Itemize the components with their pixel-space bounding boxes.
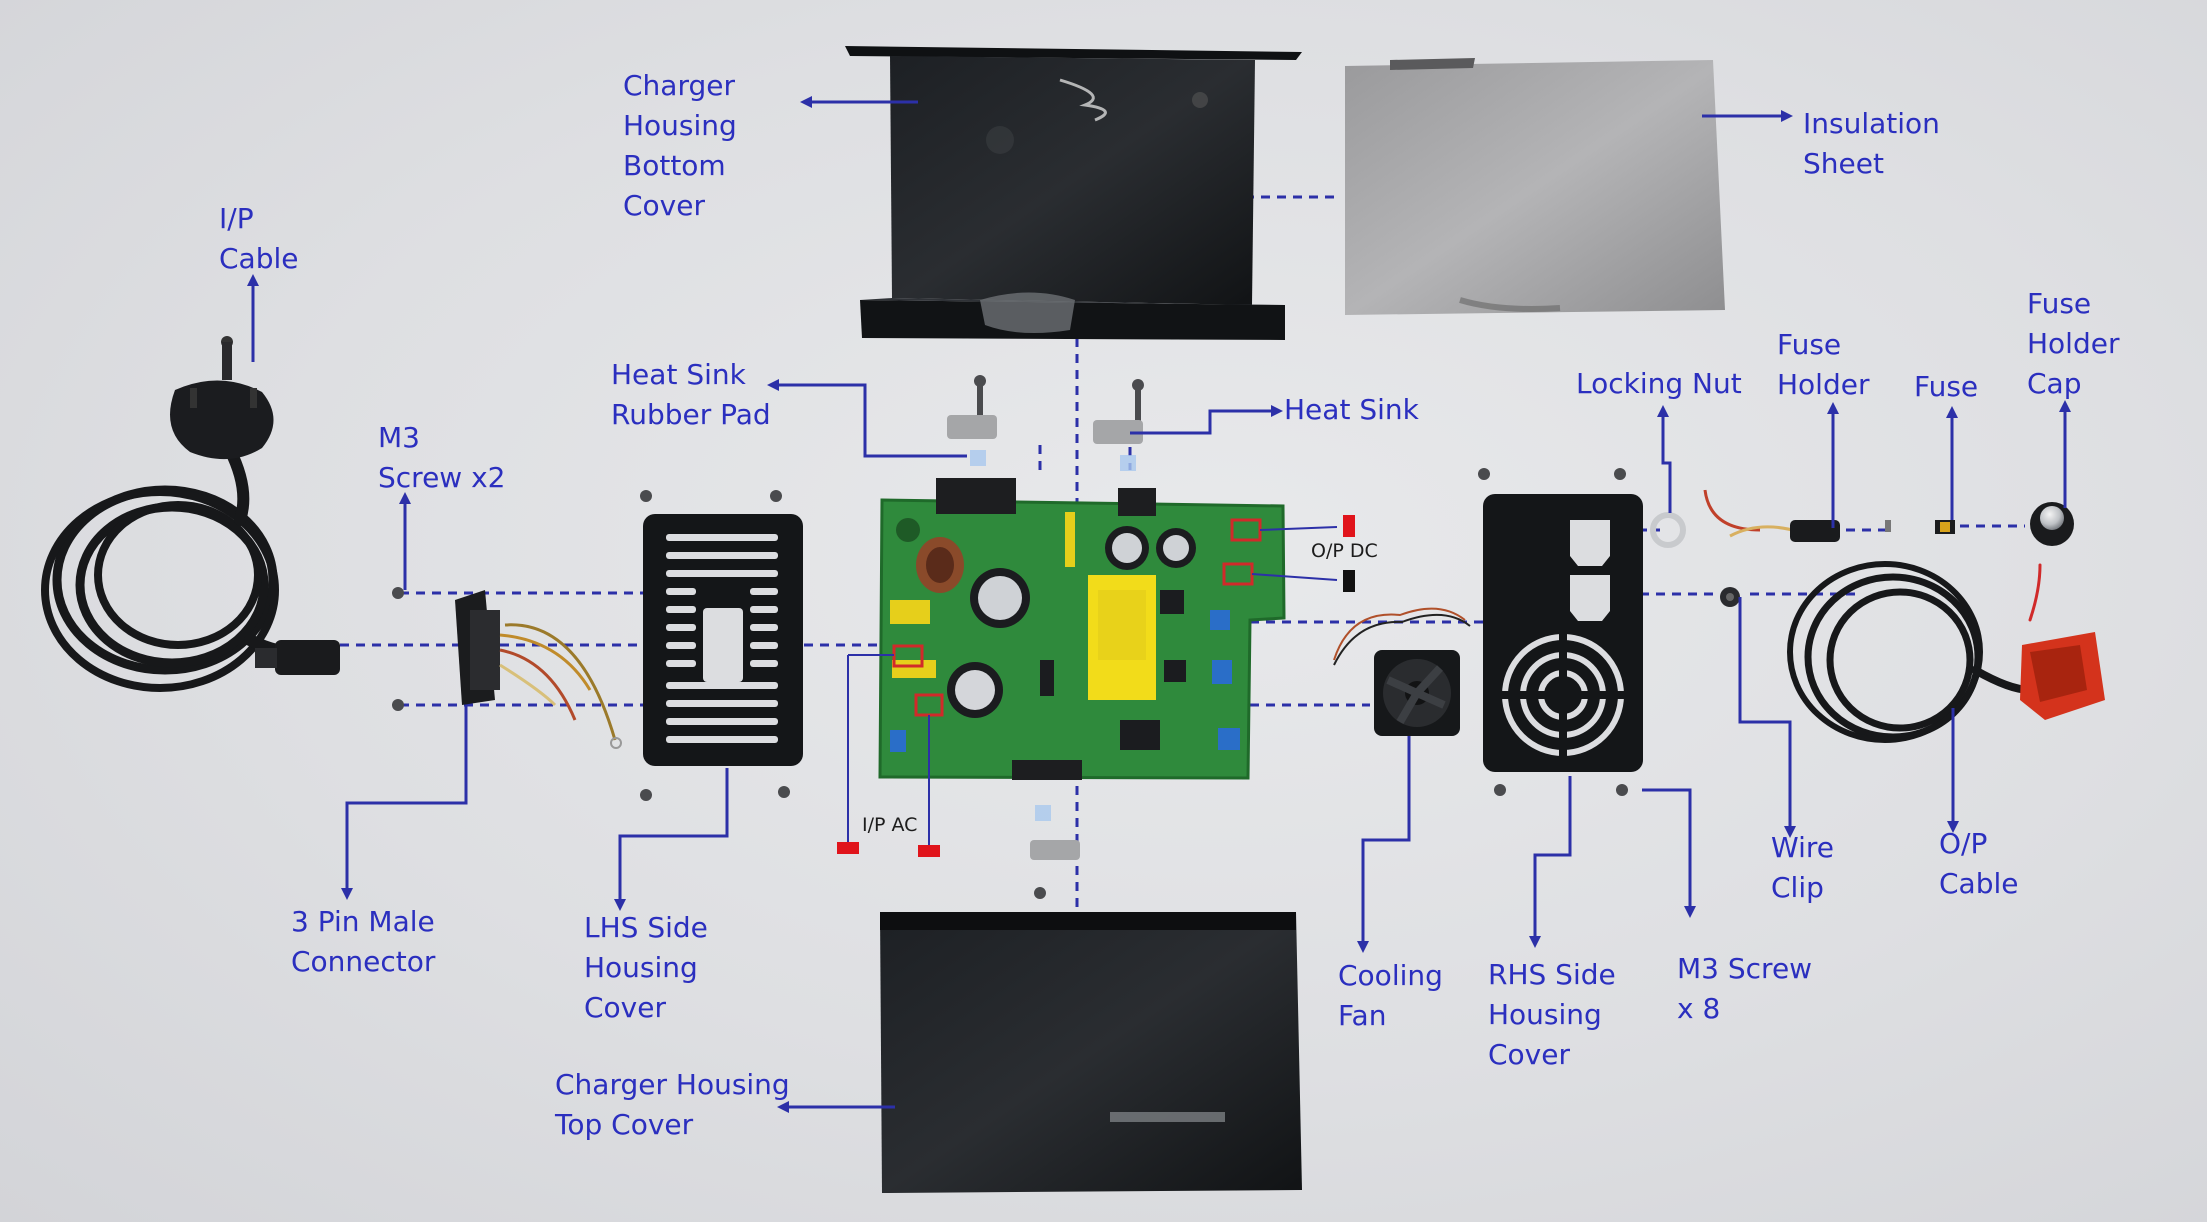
three-pin-plug-image — [170, 336, 274, 459]
output-cable-image — [1790, 564, 2040, 740]
label-m3-screw-x8: M3 Screw x 8 — [1677, 949, 1812, 1029]
label-heat-sink-rubber-pad: Heat Sink Rubber Pad — [611, 355, 771, 435]
charger-housing-bottom-cover-image — [845, 46, 1302, 340]
label-fuse-holder: Fuse Holder — [1777, 325, 1869, 405]
cooling-fan-image — [1334, 609, 1470, 736]
label-rhs-side-housing-cover: RHS Side Housing Cover — [1488, 955, 1616, 1075]
label-ip-cable: I/P Cable — [219, 199, 299, 279]
label-lhs-side-housing-cover: LHS Side Housing Cover — [584, 908, 708, 1028]
label-insulation-sheet: Insulation Sheet — [1803, 104, 1940, 184]
label-charger-housing-top-cover: Charger Housing Top Cover — [555, 1065, 790, 1145]
insulation-sheet-image — [1345, 58, 1725, 315]
label-m3-screw-x2: M3 Screw x2 — [378, 418, 505, 498]
three-pin-male-connector-image — [455, 590, 621, 748]
label-op-cable: O/P Cable — [1939, 824, 2019, 904]
label-fuse: Fuse — [1914, 367, 1978, 407]
label-fuse-holder-cap: Fuse Holder Cap — [2027, 284, 2119, 404]
charger-housing-top-cover-image — [880, 912, 1302, 1193]
lhs-side-housing-cover-image — [643, 514, 803, 766]
label-heat-sink: Heat Sink — [1284, 390, 1419, 430]
rhs-side-housing-cover-image — [1483, 494, 1643, 772]
wire-clip-image — [1720, 587, 1740, 607]
label-locking-nut: Locking Nut — [1576, 364, 1742, 404]
pcb-board-image — [880, 478, 1284, 780]
fuse-holder-image — [1705, 490, 1840, 542]
label-charger-housing-bottom-cover: Charger Housing Bottom Cover — [623, 66, 737, 226]
label-cooling-fan: Cooling Fan — [1338, 956, 1443, 1036]
label-wire-clip: Wire Clip — [1771, 828, 1834, 908]
label-op-dc: O/P DC — [1311, 540, 1378, 562]
label-3-pin-male-connector: 3 Pin Male Connector — [291, 902, 435, 982]
fuse-holder-cap-image — [2030, 502, 2074, 546]
output-connector-image — [2020, 632, 2105, 720]
label-ip-ac: I/P AC — [862, 814, 917, 836]
fuse-image — [1885, 520, 1955, 534]
